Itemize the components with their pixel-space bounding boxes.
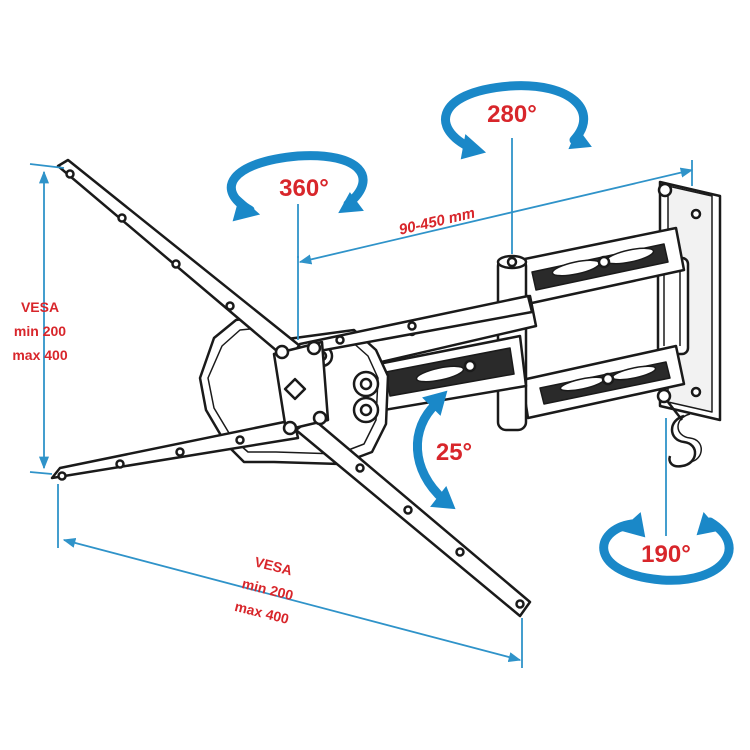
- vesa-vertical-line-3: max 400: [12, 347, 67, 363]
- vesa-horizontal-line-3: max 400: [233, 598, 291, 627]
- lower-arm-outer: [520, 344, 686, 420]
- extension-label: 90-450 mm: [397, 205, 476, 239]
- vesa-horizontal-label: VESA min 200 max 400: [233, 554, 295, 627]
- tilt-label: 25°: [436, 439, 472, 466]
- swivel-top-label: 280°: [487, 101, 537, 128]
- rotation-arrow-icon: [226, 81, 734, 585]
- dimension-lines: [29, 138, 694, 668]
- vesa-horizontal-line-2: min 200: [240, 575, 295, 603]
- safety-hook: [667, 401, 702, 468]
- rotation-label: 360°: [279, 175, 329, 202]
- vesa-horizontal-line-1: VESA: [253, 554, 294, 579]
- vesa-vertical-line-2: min 200: [14, 323, 66, 339]
- swivel-bottom-label: 190°: [641, 541, 691, 568]
- lower-arm-inner: [366, 334, 528, 414]
- vesa-vertical-line-1: VESA: [21, 299, 59, 315]
- vesa-vertical-label: VESA min 200 max 400: [12, 299, 67, 363]
- tilt-arrow-icon: [413, 390, 456, 510]
